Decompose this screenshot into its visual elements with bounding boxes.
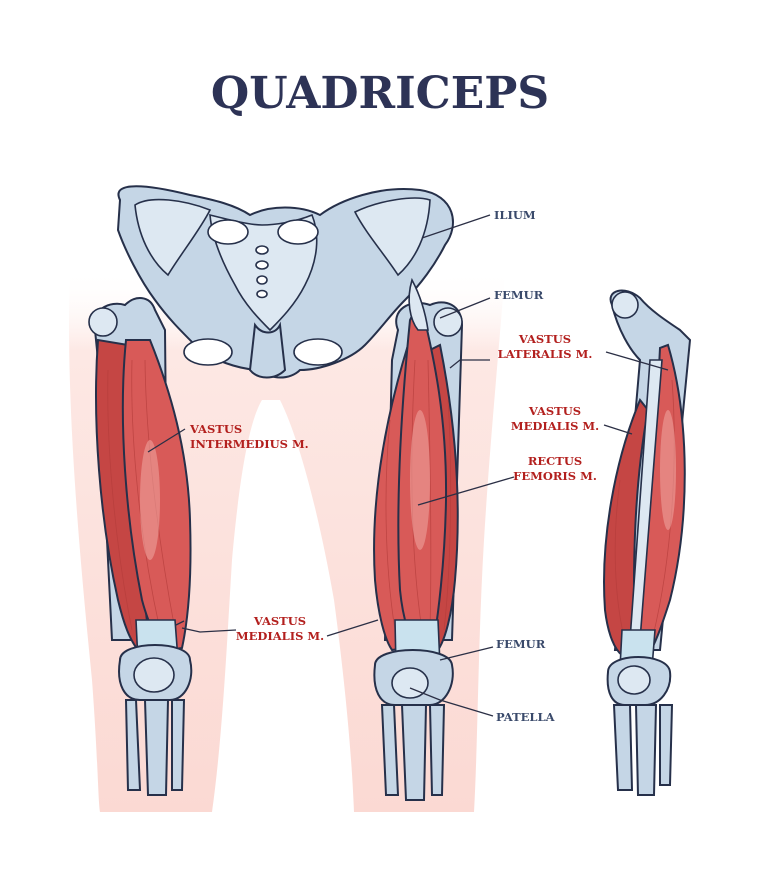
middle-knee-shin [373,649,454,801]
label-vastus-lateralis-line2: LATERALIS M. [498,347,593,361]
label-vastus-medialis-front-line1: VASTUS [253,614,306,628]
label-rectus-femoris-line2: FEMORIS M. [513,469,597,483]
leader-lines [147,214,669,717]
label-patella: PATELLA [496,710,556,724]
label-vastus-intermedius-line1: VASTUS [189,422,242,436]
label-femur-top: FEMUR [494,288,544,302]
label-vastus-medialis-side-line2: MEDIALIS M. [511,419,599,433]
label-vastus-medialis-front-line2: MEDIALIS M. [236,629,324,643]
right-knee-shin [606,656,674,796]
label-femur-bottom: FEMUR [496,637,546,651]
left-knee-shin [118,644,193,796]
pelvis [116,185,454,379]
right-quadriceps [603,343,686,669]
left-quadriceps [95,338,192,663]
label-ilium: ILIUM [494,208,536,222]
labels: ILIUM FEMUR VASTUS LATERALIS M. VASTUS M… [189,208,599,724]
label-vastus-medialis-side-line1: VASTUS [528,404,581,418]
label-vastus-intermedius-line2: INTERMEDIUS M. [190,437,309,451]
label-rectus-femoris-line1: RECTUS [528,454,582,468]
page-title: QUADRICEPS [211,68,549,119]
label-vastus-lateralis-line1: VASTUS [518,332,571,346]
